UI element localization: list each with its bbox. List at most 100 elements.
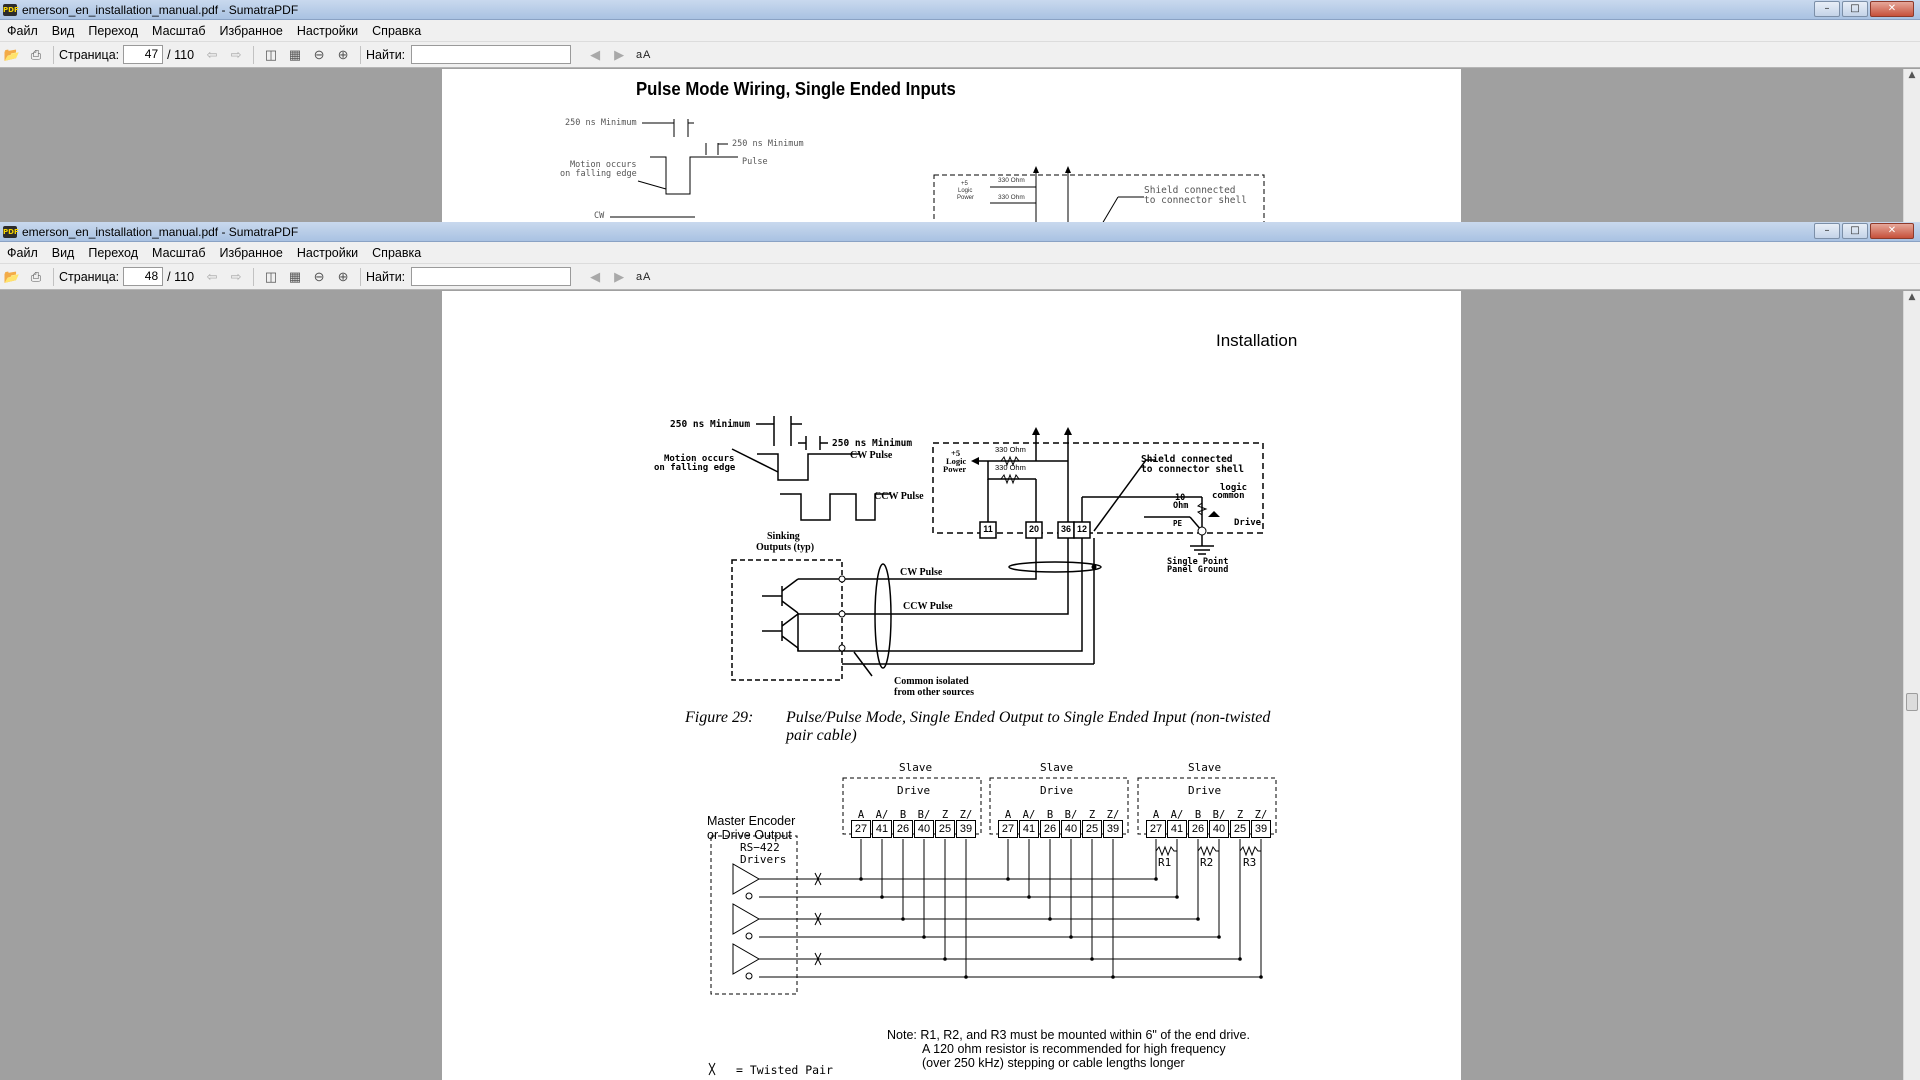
prev-page-icon[interactable]: ⇦ <box>206 46 218 62</box>
fig29-label-common-2: from other sources <box>894 687 974 698</box>
find-input[interactable] <box>411 267 572 286</box>
master-encoder-label-2: or Drive Output <box>707 828 792 842</box>
menu-settings[interactable]: Настройки <box>296 245 359 260</box>
title-bar[interactable]: PDF emerson_en_installation_manual.pdf -… <box>0 0 1920 20</box>
pin-number: 26 <box>1188 820 1208 838</box>
fit-page-icon[interactable]: ◫ <box>264 268 278 284</box>
page-header: Installation <box>1216 331 1298 350</box>
close-button[interactable]: ✕ <box>1870 223 1914 239</box>
minimize-button[interactable]: – <box>1814 223 1840 239</box>
menu-favorites[interactable]: Избранное <box>219 23 283 38</box>
menu-help[interactable]: Справка <box>372 245 422 260</box>
close-button[interactable]: ✕ <box>1870 1 1914 17</box>
pin-letter: Z/ <box>1106 809 1120 821</box>
pin-number: 25 <box>935 820 955 838</box>
document-area[interactable]: Pulse Mode Wiring, Single Ended Inputs <box>0 69 1920 222</box>
zoom-in-icon[interactable]: ⊕ <box>337 268 349 284</box>
figure-29-caption-line-2: pair cable) <box>786 727 857 744</box>
fig29-label-cw-line: CW Pulse <box>900 567 943 578</box>
page-number-input[interactable]: 47 <box>123 45 164 64</box>
fig29-terminal-12: 12 <box>1076 524 1087 534</box>
fit-page-icon[interactable]: ◫ <box>264 46 278 62</box>
zoom-out-icon[interactable]: ⊖ <box>313 268 325 284</box>
pin-number: 41 <box>872 820 892 838</box>
menu-settings[interactable]: Настройки <box>296 23 359 38</box>
print-icon[interactable]: ⎙ <box>30 268 42 284</box>
find-input[interactable] <box>411 45 572 64</box>
rs422-label-2: Drivers <box>740 853 787 866</box>
maximize-button[interactable]: □ <box>1842 223 1868 239</box>
pin-number: 40 <box>1209 820 1229 838</box>
match-case-icon[interactable]: a A <box>635 270 651 283</box>
fit-width-icon[interactable]: ▦ <box>288 46 302 62</box>
pin-number: 40 <box>914 820 934 838</box>
print-icon[interactable]: ⎙ <box>30 46 42 62</box>
slave-label-2: Slave <box>1040 761 1074 774</box>
page-number-input[interactable]: 48 <box>123 267 164 286</box>
figure-30-wiring <box>759 839 1263 979</box>
open-icon[interactable]: 📂 <box>3 46 21 62</box>
pin-letter: A <box>857 809 865 821</box>
match-case-icon[interactable]: a A <box>635 48 651 61</box>
master-encoder-label-1: Master Encoder <box>707 814 796 828</box>
next-page-icon[interactable]: ⇨ <box>230 268 242 284</box>
document-area[interactable]: Installation <box>0 291 1920 1080</box>
prev-page-icon[interactable]: ⇦ <box>206 268 218 284</box>
fig29-label-ccw-line: CCW Pulse <box>903 601 953 612</box>
menu-view[interactable]: Вид <box>51 245 75 260</box>
vertical-scrollbar[interactable]: ▲ <box>1903 69 1920 222</box>
menu-file[interactable]: Файл <box>7 23 38 38</box>
fig29-label-ccwpulse: CCW Pulse <box>874 491 924 502</box>
page-label: Страница: <box>59 269 120 284</box>
zoom-in-icon[interactable]: ⊕ <box>337 46 349 62</box>
label-motion-1: Motion occurs <box>570 160 637 170</box>
find-prev-icon[interactable]: ◀ <box>590 268 601 284</box>
label-pulse: Pulse <box>742 157 768 167</box>
menu-help[interactable]: Справка <box>372 23 422 38</box>
fig29-terminal-11: 11 <box>983 524 993 534</box>
menu-goto[interactable]: Переход <box>88 23 139 38</box>
vertical-scrollbar[interactable]: ▲ <box>1903 291 1920 1080</box>
fit-width-icon[interactable]: ▦ <box>288 268 302 284</box>
figure-29-caption-line-1: Pulse/Pulse Mode, Single Ended Output to… <box>786 709 1271 726</box>
fig29-label-motion-1: Motion occurs <box>664 454 735 464</box>
pdf-page-48: Installation <box>442 291 1461 1080</box>
title-bar[interactable]: PDF emerson_en_installation_manual.pdf -… <box>0 222 1920 242</box>
label-330ohm-1: 330 Ohm <box>998 177 1025 184</box>
pin-number: 25 <box>1082 820 1102 838</box>
find-next-icon[interactable]: ▶ <box>614 46 625 62</box>
menu-zoom[interactable]: Масштаб <box>152 23 206 38</box>
page-heading: Pulse Mode Wiring, Single Ended Inputs <box>636 79 956 99</box>
pin-number: 39 <box>1251 820 1271 838</box>
label-logic-2: Logic <box>958 188 973 194</box>
fig29-label-logic-3: Power <box>943 464 967 474</box>
resistor-r1: R1 <box>1158 856 1172 869</box>
open-icon[interactable]: 📂 <box>3 268 21 284</box>
menu-file[interactable]: Файл <box>7 245 38 260</box>
fig29-label-sinking-1: Sinking <box>767 531 800 542</box>
menu-view[interactable]: Вид <box>51 23 75 38</box>
label-logic-1: +5 <box>961 181 968 187</box>
label-250ns-1: 250 ns Minimum <box>565 118 637 128</box>
zoom-out-icon[interactable]: ⊖ <box>313 46 325 62</box>
fig29-label-shield-2: to connector shell <box>1141 464 1244 475</box>
slave-label-3: Slave <box>1188 761 1222 774</box>
find-next-icon[interactable]: ▶ <box>614 268 625 284</box>
scroll-up-icon[interactable]: ▲ <box>1908 292 1916 302</box>
scroll-up-icon[interactable]: ▲ <box>1908 70 1916 80</box>
find-prev-icon[interactable]: ◀ <box>590 46 601 62</box>
menu-goto[interactable]: Переход <box>88 245 139 260</box>
pin-letter: B <box>899 809 907 821</box>
maximize-button[interactable]: □ <box>1842 1 1868 17</box>
next-page-icon[interactable]: ⇨ <box>230 46 242 62</box>
menu-bar: Файл Вид Переход Масштаб Избранное Настр… <box>0 242 1920 264</box>
fig29-label-common-1: Common isolated <box>894 676 969 687</box>
minimize-button[interactable]: – <box>1814 1 1840 17</box>
note-line-1: Note: R1, R2, and R3 must be mounted wit… <box>887 1028 1250 1042</box>
pin-number: 39 <box>1103 820 1123 838</box>
menu-favorites[interactable]: Избранное <box>219 245 283 260</box>
menu-zoom[interactable]: Масштаб <box>152 245 206 260</box>
pin-letter: B/ <box>1212 809 1226 821</box>
scroll-thumb[interactable] <box>1906 693 1918 711</box>
fig29-label-motion-2: on falling edge <box>654 463 736 473</box>
